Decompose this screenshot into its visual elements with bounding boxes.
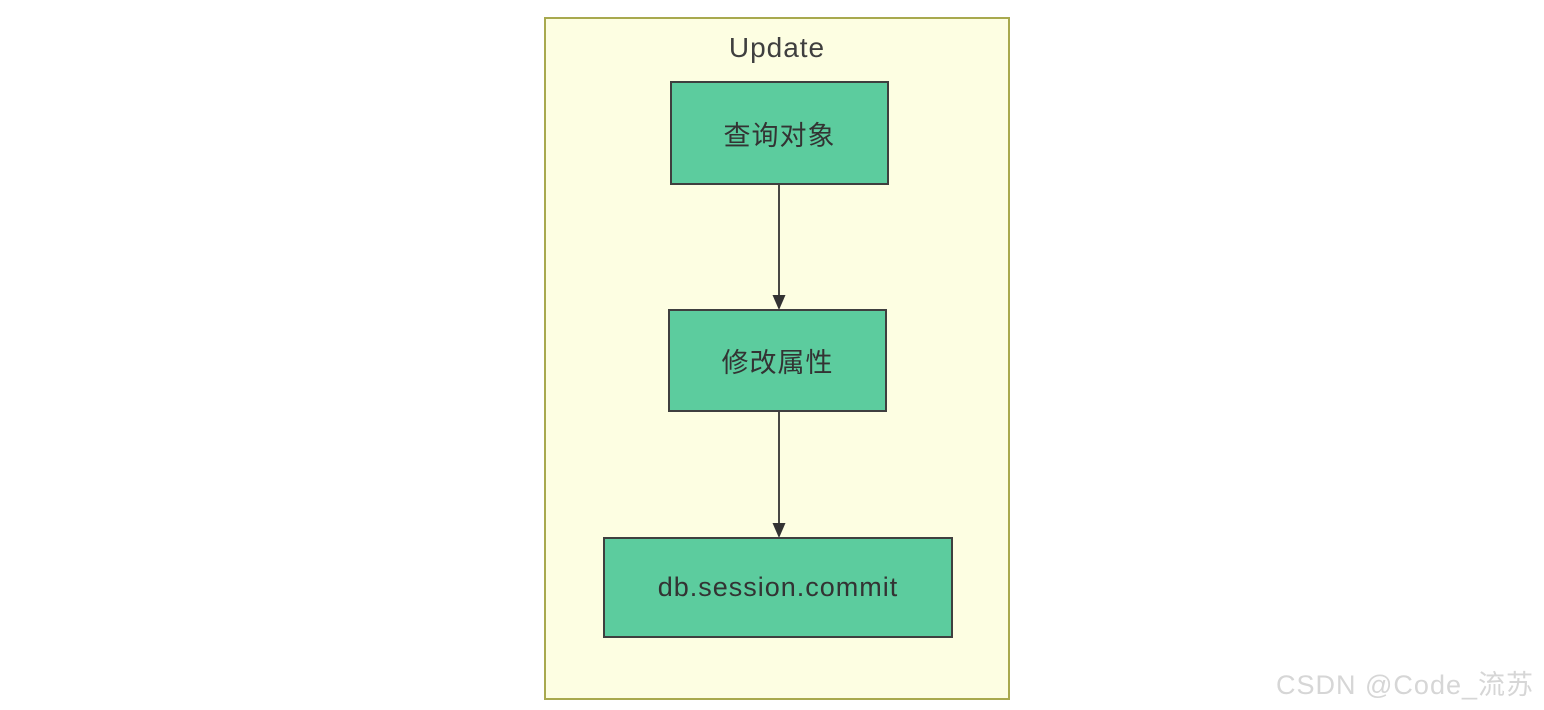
- node-modify-attributes: 修改属性: [668, 309, 887, 412]
- diagram-title: Update: [728, 32, 826, 63]
- node-query-object: 查询对象: [670, 81, 889, 185]
- flowchart-frame: Update 查询对象 修改属性 db.session.commit: [544, 17, 1010, 700]
- node-db-session-commit: db.session.commit: [603, 537, 953, 638]
- arrow-query-to-modify-icon: [772, 185, 786, 310]
- arrow-modify-to-commit-icon: [772, 412, 786, 538]
- csdn-watermark: CSDN @Code_流苏: [1276, 670, 1534, 700]
